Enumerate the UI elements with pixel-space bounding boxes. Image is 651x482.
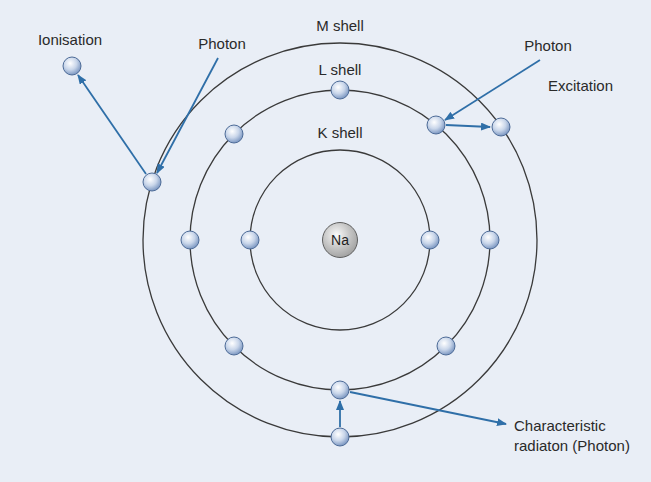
annotation-label: Ionisation xyxy=(38,30,102,50)
electron xyxy=(181,231,199,249)
electron xyxy=(331,81,349,99)
electron xyxy=(331,381,349,399)
electron xyxy=(225,337,243,355)
element-symbol: Na xyxy=(331,232,349,248)
excited-electron xyxy=(492,118,510,136)
shell-label: K shell xyxy=(317,123,362,143)
excitation-arrow xyxy=(446,125,490,127)
electron xyxy=(437,337,455,355)
photon-label: Photon xyxy=(524,36,572,56)
ejected-electron xyxy=(63,57,81,75)
shell-label: M shell xyxy=(316,16,364,36)
photon-arrow xyxy=(157,58,218,173)
l-shell-ring xyxy=(190,90,490,390)
k-shell-ring xyxy=(250,150,430,330)
electron xyxy=(481,231,499,249)
shell-label: L shell xyxy=(319,60,362,80)
radiation-arrow xyxy=(350,392,506,424)
photon-arrow xyxy=(445,60,540,120)
electron xyxy=(427,116,445,134)
electron xyxy=(241,231,259,249)
photon-label: Photon xyxy=(198,34,246,54)
electron xyxy=(421,231,439,249)
annotation-label: Characteristic radiaton (Photon) xyxy=(514,416,642,455)
m-shell-ring xyxy=(143,43,537,437)
ionisation-arrow xyxy=(78,75,146,174)
nucleus-circle: Na xyxy=(322,222,358,258)
electron xyxy=(143,173,161,191)
electron xyxy=(331,428,349,446)
annotation-label: Excitation xyxy=(548,76,613,96)
transition-arrow xyxy=(339,401,341,427)
electron xyxy=(225,125,243,143)
